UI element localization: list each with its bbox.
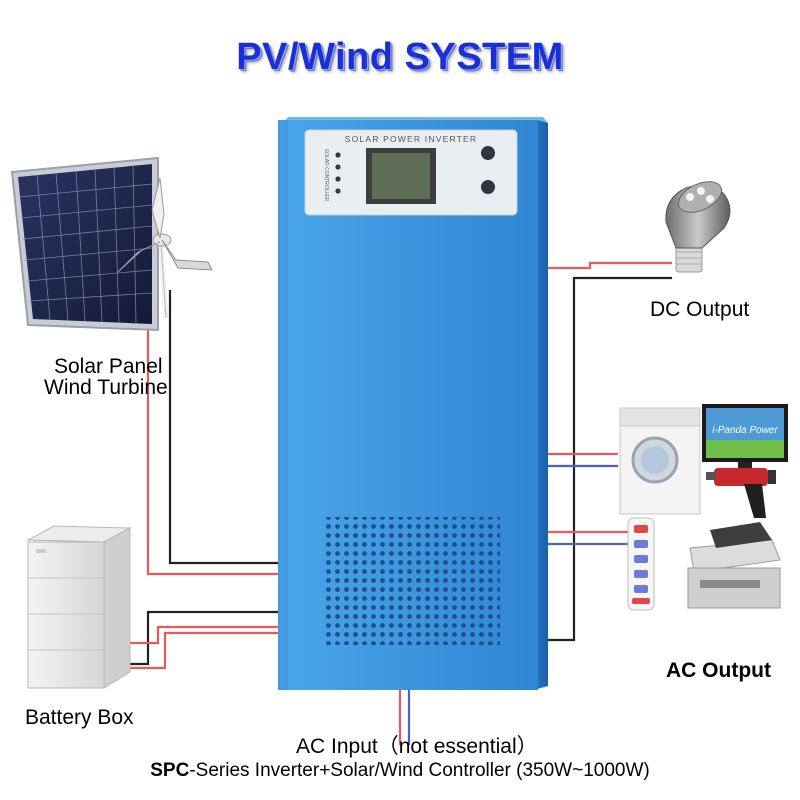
wire-battery-red-2 — [100, 631, 278, 670]
panel-label: SOLAR POWER INVERTER — [345, 134, 477, 144]
lcd-screen — [372, 153, 430, 199]
control-button-2 — [481, 180, 495, 194]
label-dc-output: DC Output — [650, 298, 750, 321]
label-ac-input: AC Input（not essential） — [296, 735, 538, 758]
printer-icon — [687, 522, 781, 609]
wire-dc-red — [548, 261, 672, 270]
tv-screen-text: i-Panda Power — [712, 425, 778, 436]
washing-machine-icon — [619, 407, 701, 515]
led-bulb-icon — [665, 181, 731, 273]
diagram-title: PV/Wind SYSTEM — [236, 36, 564, 78]
vent-grille — [322, 517, 500, 645]
control-button-1 — [481, 146, 495, 160]
wind-turbine-icon — [117, 177, 213, 319]
inverter-cabinet: SOLAR POWER INVERTER SOLAR CONTROLLER — [278, 117, 548, 690]
wire-dc-black — [548, 276, 672, 642]
indicator-labels: SOLAR CONTROLLER — [323, 149, 329, 202]
indicator-leds: SOLAR CONTROLLER — [323, 149, 341, 202]
tv-icon: i-Panda Power — [702, 404, 788, 468]
label-ac-output: AC Output — [666, 659, 771, 682]
solar-panel-icon — [10, 156, 159, 332]
footer-description: -Series Inverter+Solar/Wind Controller (… — [189, 760, 650, 781]
wire-wind-black — [168, 290, 278, 565]
label-battery-box: Battery Box — [25, 706, 134, 729]
battery-box-icon — [26, 525, 132, 689]
wire-solar-red — [146, 322, 278, 576]
footer-caption: SPC-Series Inverter+Solar/Wind Controlle… — [0, 760, 800, 782]
power-drill-icon — [706, 468, 776, 518]
footer-series: SPC — [150, 760, 190, 781]
label-solar-panel: Solar Panel — [54, 355, 163, 378]
label-wind-turbine: Wind Turbine — [44, 376, 168, 399]
power-strip-icon — [627, 517, 655, 611]
